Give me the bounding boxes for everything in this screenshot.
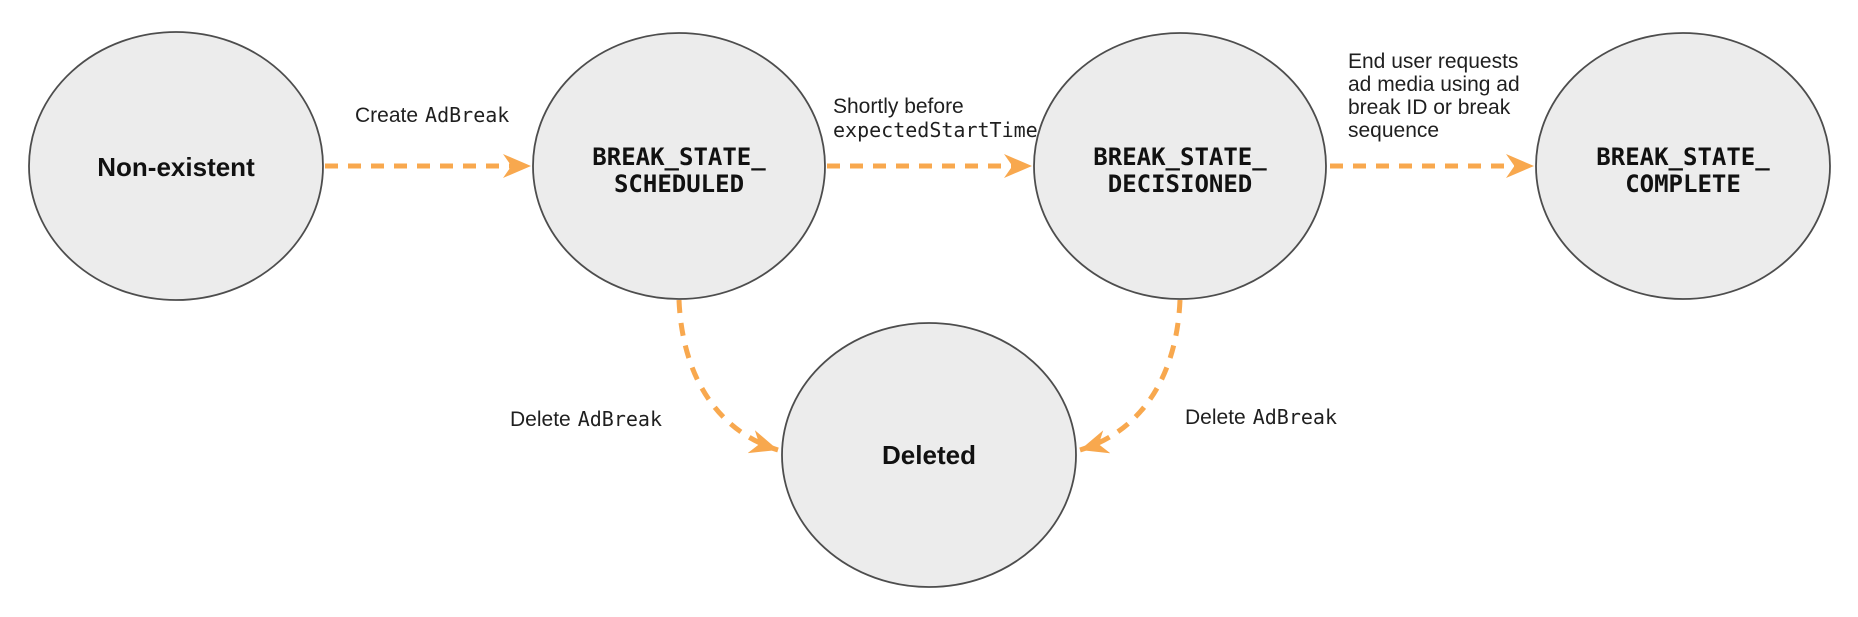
state-label-line2: SCHEDULED [614,170,744,198]
edge-label-shortly-before: Shortly before [833,95,964,118]
state-node-deleted: Deleted [781,322,1077,588]
state-label-line1: BREAK_STATE_ [1596,143,1770,171]
state-circle [781,322,1077,588]
edge-scheduled-to-deleted [676,299,779,454]
state-node-break-state-scheduled: BREAK_STATE_ SCHEDULED [532,32,826,300]
state-label: Non-existent [97,152,255,182]
code-token-adbreak: AdBreak [578,407,662,431]
state-circle [28,31,324,301]
code-token-adbreak: AdBreak [425,103,509,127]
state-circle [1535,32,1831,300]
state-node-break-state-decisioned: BREAK_STATE_ DECISIONED [1033,32,1327,300]
edge-decisioned-to-deleted [1079,299,1183,454]
state-label: Deleted [882,440,976,470]
state-node-break-state-complete: BREAK_STATE_ COMPLETE [1535,32,1831,300]
state-label-line2: DECISIONED [1108,170,1253,198]
state-circle [532,32,826,300]
edge-group [325,154,1534,454]
state-label-line2: COMPLETE [1625,170,1741,198]
edge-label-end-user-line2: ad media using ad [1348,73,1520,96]
state-label-line1: BREAK_STATE_ [592,143,766,171]
edge-label-end-user-line1: End user requests [1348,50,1518,73]
state-label-line1: BREAK_STATE_ [1093,143,1267,171]
state-node-non-existent: Non-existent [28,31,324,301]
edge-label-end-user-line3: break ID or break [1348,96,1511,119]
code-token-adbreak: AdBreak [1253,405,1337,429]
edge-label-end-user-line4: sequence [1348,119,1439,142]
state-circle [1033,32,1327,300]
code-token-expectedstarttime: expectedStartTime [833,118,1038,142]
